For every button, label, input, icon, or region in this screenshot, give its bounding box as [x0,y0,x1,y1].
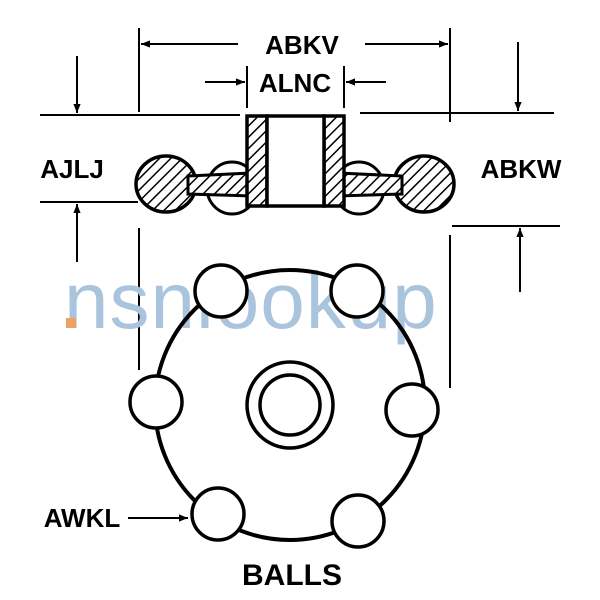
ball-top-left [193,263,249,319]
hub-wall-right [322,114,346,208]
label-alnc: ALNC [259,68,331,98]
left-flange-arm [186,171,254,198]
dimensions [40,28,560,522]
labels: ABKV ALNC AJLJ ABKW AWKL BALLS [40,30,562,592]
top-view [128,263,440,549]
ball-top-right [329,263,385,319]
hub-outer-ring [245,360,335,450]
ball-bottom-left [190,486,246,542]
hub-bore [265,114,326,208]
label-awkl: AWKL [44,503,121,533]
section-view [134,114,456,216]
ball-bottom-right [330,493,386,549]
label-abkw: ABKW [481,154,562,184]
label-ajlj: AJLJ [40,154,104,184]
hub-wall-left [245,114,269,208]
ball-mid-left [128,374,184,430]
label-abkv: ABKV [265,30,339,60]
watermark-dot [66,318,76,328]
ball-mid-right [384,382,440,438]
right-flange-arm [336,171,404,198]
hub-inner-ring [258,373,322,437]
label-balls: BALLS [242,559,342,592]
